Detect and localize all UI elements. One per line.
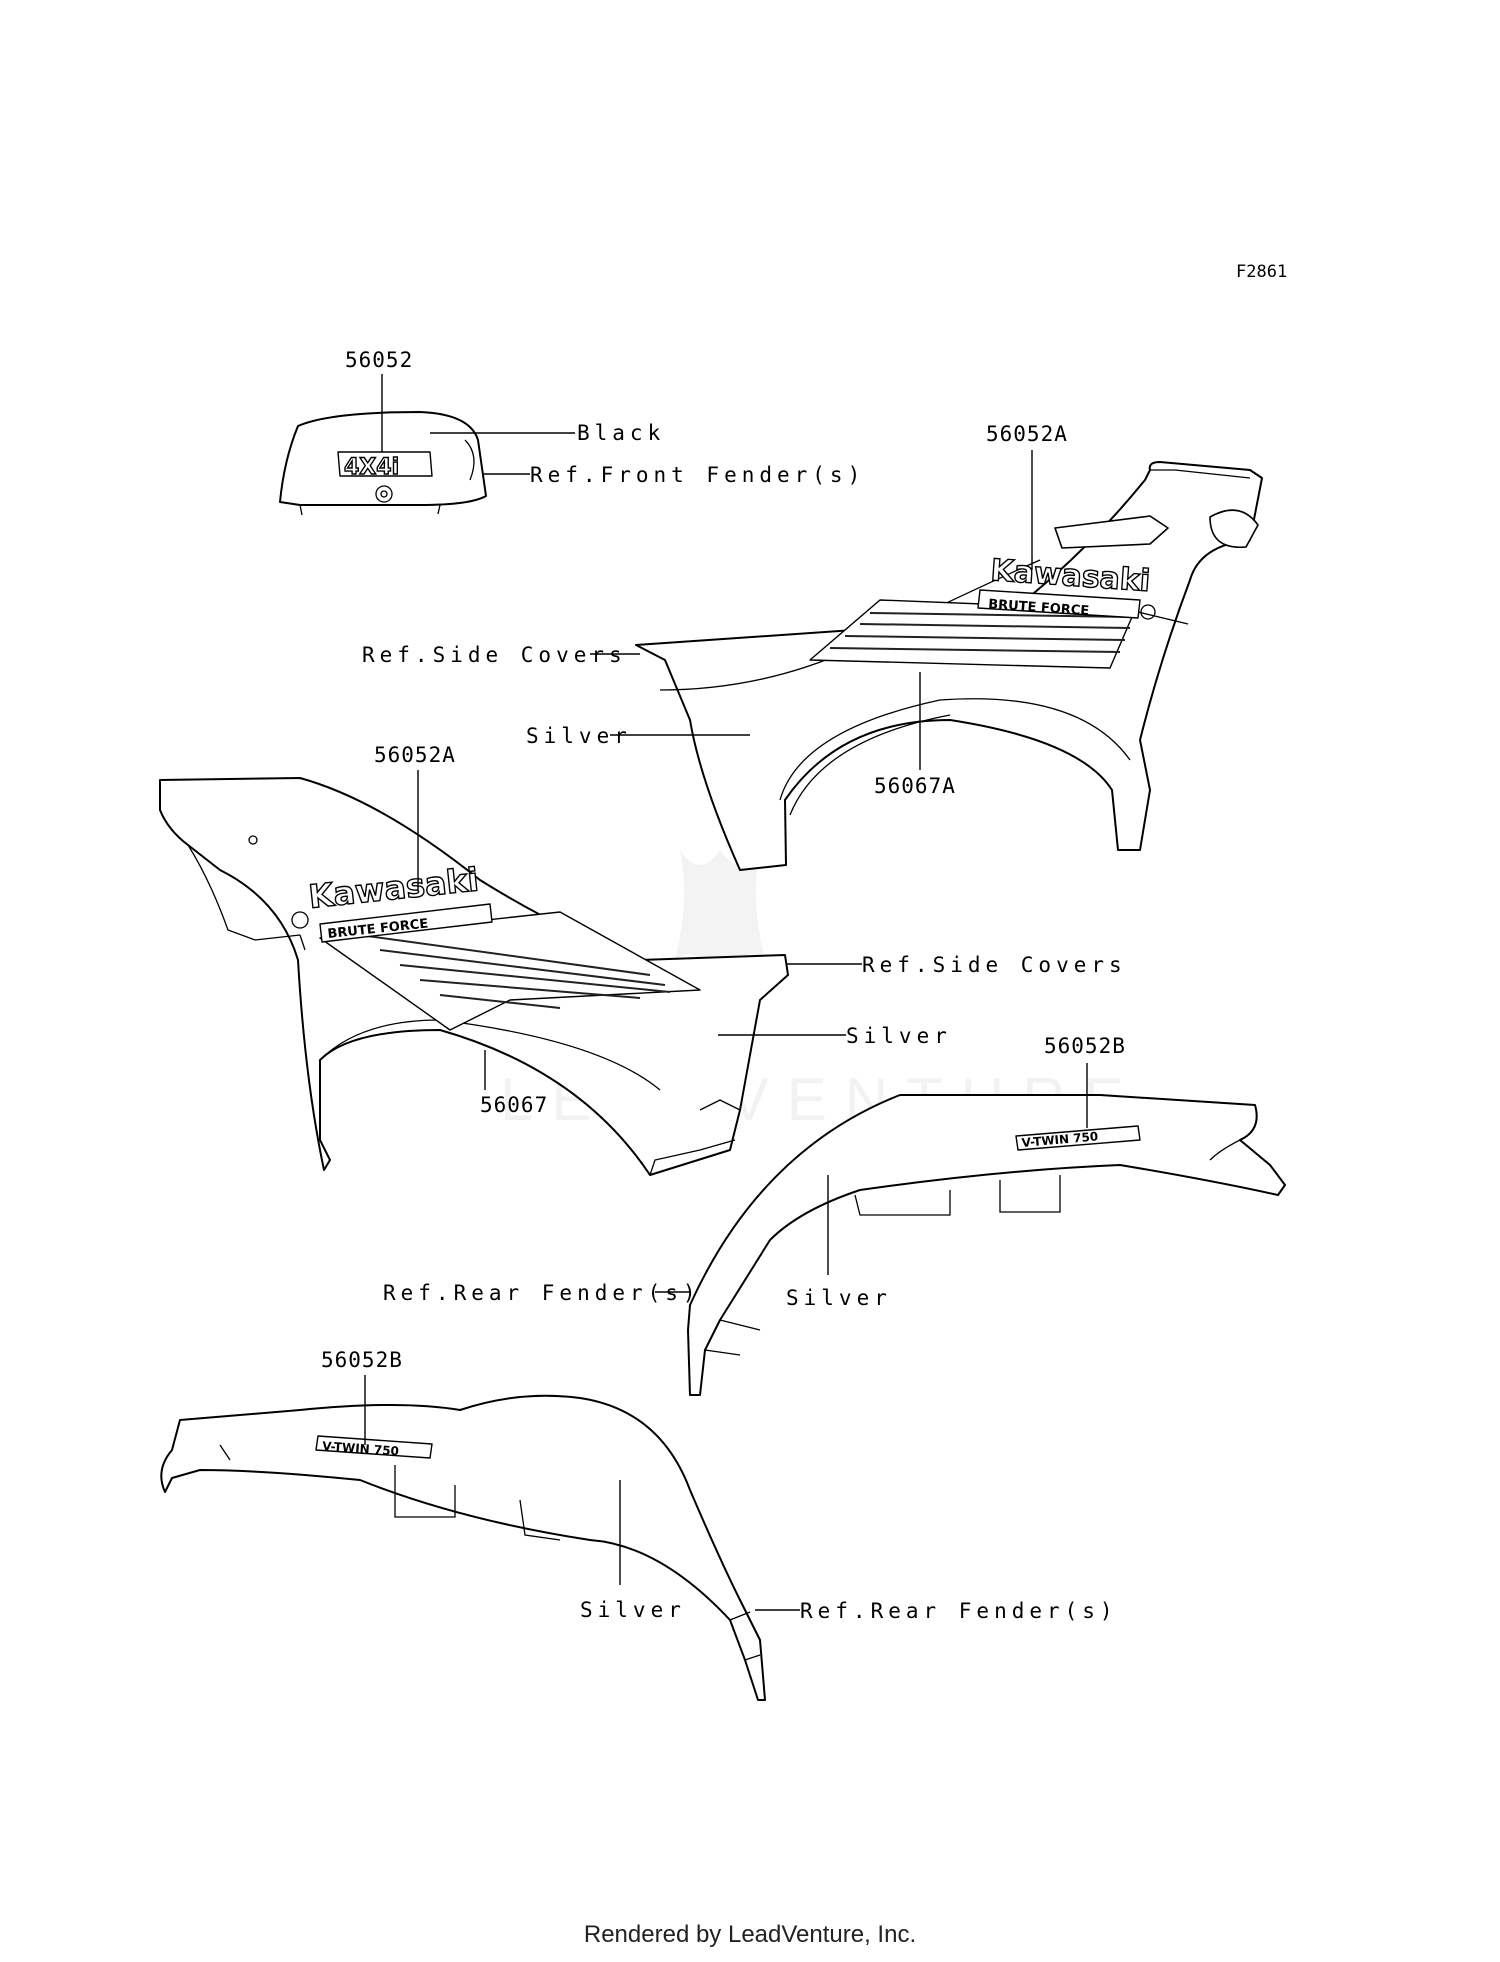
figure-id: F2861 (1236, 262, 1287, 282)
front-ref-label: Ref.Front Fender(s) (530, 463, 865, 487)
rear-left-engine-decal: V-TWIN 750 (315, 1435, 433, 1459)
footer-credit: Rendered by LeadVenture, Inc. (584, 1921, 916, 1948)
rear-fender-left-part: V-TWIN 750 (160, 1394, 766, 1701)
right-model-text: BRUTE FORCE (988, 597, 1090, 619)
left-color-label: Silver (846, 1024, 952, 1048)
left-side-cover-part: Kawasaki BRUTE FORCE (159, 777, 789, 1176)
right-stripe-number: 56067A (874, 774, 956, 798)
left-stripe-number: 56067 (480, 1093, 548, 1117)
front-color-label: Black (577, 421, 665, 445)
right-side-cover-part: Kawasaki BRUTE FORCE (635, 461, 1263, 871)
rear-right-engine-decal: V-TWIN 750 (1015, 1125, 1141, 1151)
front-fender-part: 4X4i (279, 411, 487, 516)
right-part-number: 56052A (986, 422, 1068, 446)
right-model-decal: BRUTE FORCE (977, 589, 1141, 619)
rear-right-ref-label: Ref.Rear Fender(s) (383, 1281, 701, 1305)
four-by-four-decal: 4X4i (337, 451, 433, 481)
rear-left-ref-label: Ref.Rear Fender(s) (800, 1599, 1118, 1623)
front-part-number: 56052 (345, 348, 413, 372)
rear-right-color-label: Silver (786, 1286, 892, 1310)
left-ref-label: Ref.Side Covers (862, 953, 1127, 977)
rear-left-part-number: 56052B (321, 1348, 403, 1372)
rear-right-part-number: 56052B (1044, 1034, 1126, 1058)
rear-left-engine-text: V-TWIN 750 (322, 1439, 400, 1458)
left-stripe-decal (319, 911, 701, 1031)
four-by-four-text: 4X4i (344, 455, 399, 480)
left-part-number: 56052A (374, 743, 456, 767)
right-color-label: Silver (526, 724, 632, 748)
right-ref-label: Ref.Side Covers (362, 643, 627, 667)
rear-left-color-label: Silver (580, 1598, 686, 1622)
rear-right-engine-text: V-TWIN 750 (1021, 1129, 1099, 1150)
rear-fender-right-part: V-TWIN 750 (687, 1094, 1286, 1396)
